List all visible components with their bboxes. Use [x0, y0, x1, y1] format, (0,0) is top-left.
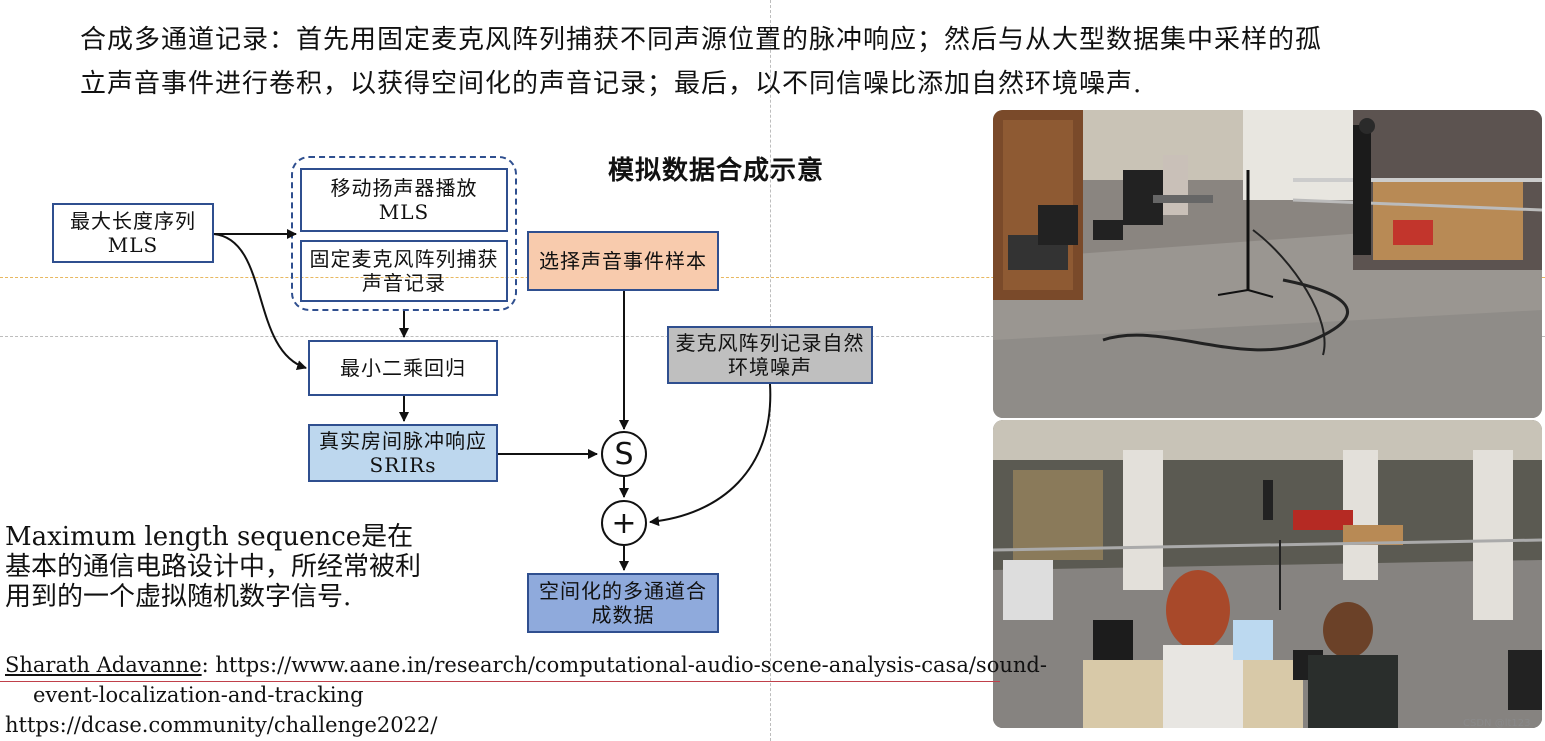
mls-explanation-note: Maximum length sequence是在基本的通信电路设计中，所经常被… — [5, 522, 422, 612]
select-event-box: 选择声音事件样本 — [527, 231, 719, 291]
intro-paragraph: 合成多通道记录：首先用固定麦克风阵列捕获不同声源位置的脉冲响应；然后与从大型数据… — [80, 18, 1530, 106]
diagram-title: 模拟数据合成示意 — [608, 156, 825, 186]
reference-url-1a[interactable]: : https://www.aane.in/research/computati… — [201, 653, 1047, 677]
move-speaker-box: 移动扬声器播放MLS — [300, 168, 508, 232]
least-squares-box: 最小二乘回归 — [308, 340, 498, 396]
reference-line-1: Sharath Adavanne: https://www.aane.in/re… — [5, 650, 1047, 680]
csdn-watermark: CSDN @lt123 — [1463, 718, 1531, 729]
convolution-operator: S — [601, 431, 647, 477]
arrow-noise-to-add — [649, 383, 772, 527]
ambient-noise-box: 麦克风阵列记录自然环境噪声 — [667, 326, 873, 384]
reference-url-2[interactable]: https://dcase.community/challenge2022/ — [5, 713, 438, 737]
reference-author[interactable]: Sharath Adavanne — [5, 653, 202, 677]
mls-box: 最大长度序列MLS — [52, 203, 214, 263]
addition-operator: + — [601, 500, 647, 546]
reference-divider — [0, 681, 1000, 682]
intro-line-2: 立声音事件进行卷积，以获得空间化的声音记录；最后，以不同信噪比添加自然环境噪声. — [80, 69, 1143, 99]
fixed-mic-box: 固定麦克风阵列捕获声音记录 — [300, 240, 508, 302]
recording-setup-photo-bottom — [993, 420, 1542, 728]
intro-line-1: 合成多通道记录：首先用固定麦克风阵列捕获不同声源位置的脉冲响应；然后与从大型数据… — [80, 25, 1323, 55]
srir-box: 真实房间脉冲响应SRIRs — [308, 424, 498, 482]
arrow-mls-to-regression — [213, 233, 307, 370]
recording-setup-photo-top — [993, 110, 1542, 418]
references: Sharath Adavanne: https://www.aane.in/re… — [5, 650, 1047, 740]
reference-url-1b[interactable]: event-localization-and-tracking — [33, 683, 364, 707]
output-box: 空间化的多通道合成数据 — [527, 573, 719, 633]
guide-horizontal-orange — [0, 277, 1545, 278]
